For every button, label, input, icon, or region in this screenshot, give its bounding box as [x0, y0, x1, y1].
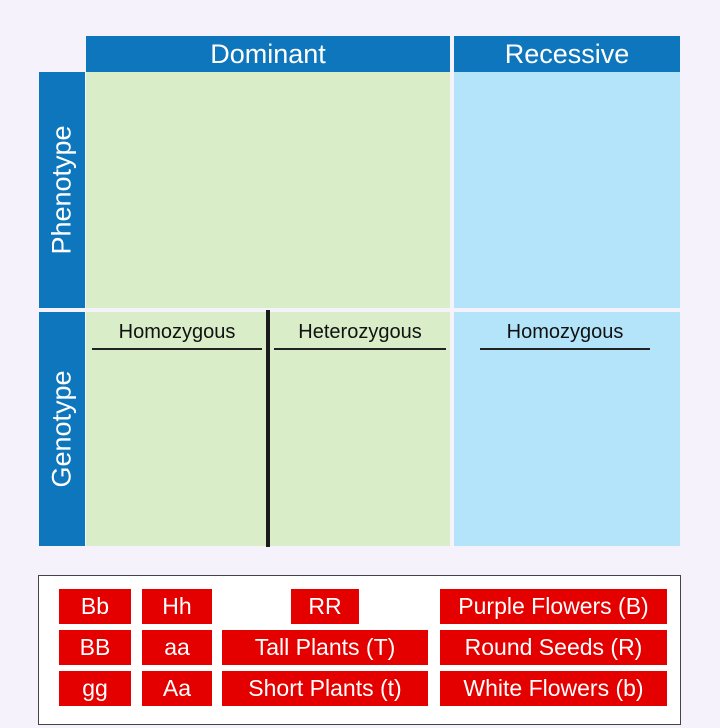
chip-aa-lower[interactable]: aa: [142, 630, 212, 665]
column-header-recessive-label: Recessive: [504, 38, 630, 69]
chip-round-seeds[interactable]: Round Seeds (R): [440, 630, 667, 665]
phenotype-recessive-dropzone[interactable]: [454, 72, 680, 308]
chip-bb[interactable]: Bb: [59, 589, 131, 624]
phenotype-dominant-dropzone[interactable]: [86, 72, 450, 308]
subheading-recessive-homozygous: Homozygous: [480, 321, 650, 350]
subheading-dominant-heterozygous: Heterozygous: [274, 321, 446, 350]
row-header-phenotype: Phenotype: [39, 72, 85, 308]
row-header-genotype: Genotype: [39, 312, 85, 546]
column-header-recessive: Recessive: [454, 36, 680, 72]
row-header-genotype-label: Genotype: [46, 370, 77, 488]
row-header-phenotype-label: Phenotype: [46, 125, 77, 255]
chip-purple-flowers[interactable]: Purple Flowers (B): [440, 589, 667, 624]
column-header-dominant: Dominant: [86, 36, 450, 72]
genotype-divider: [266, 310, 270, 547]
genotype-recessive-homozygous-dropzone[interactable]: [454, 312, 680, 546]
subheading-dominant-homozygous: Homozygous: [92, 321, 262, 350]
genotype-dominant-heterozygous-dropzone[interactable]: [270, 352, 450, 546]
chip-white-flowers[interactable]: White Flowers (b): [440, 671, 667, 706]
chip-gg[interactable]: gg: [59, 671, 131, 706]
chip-tall-plants[interactable]: Tall Plants (T): [222, 630, 428, 665]
chip-aa-mixed[interactable]: Aa: [142, 671, 212, 706]
genotype-dominant-homozygous-dropzone[interactable]: [86, 352, 266, 546]
chip-rr[interactable]: RR: [291, 589, 359, 624]
chip-bb-upper[interactable]: BB: [59, 630, 131, 665]
chip-short-plants[interactable]: Short Plants (t): [222, 671, 428, 706]
column-header-dominant-label: Dominant: [210, 38, 326, 69]
chip-hh[interactable]: Hh: [142, 589, 212, 624]
